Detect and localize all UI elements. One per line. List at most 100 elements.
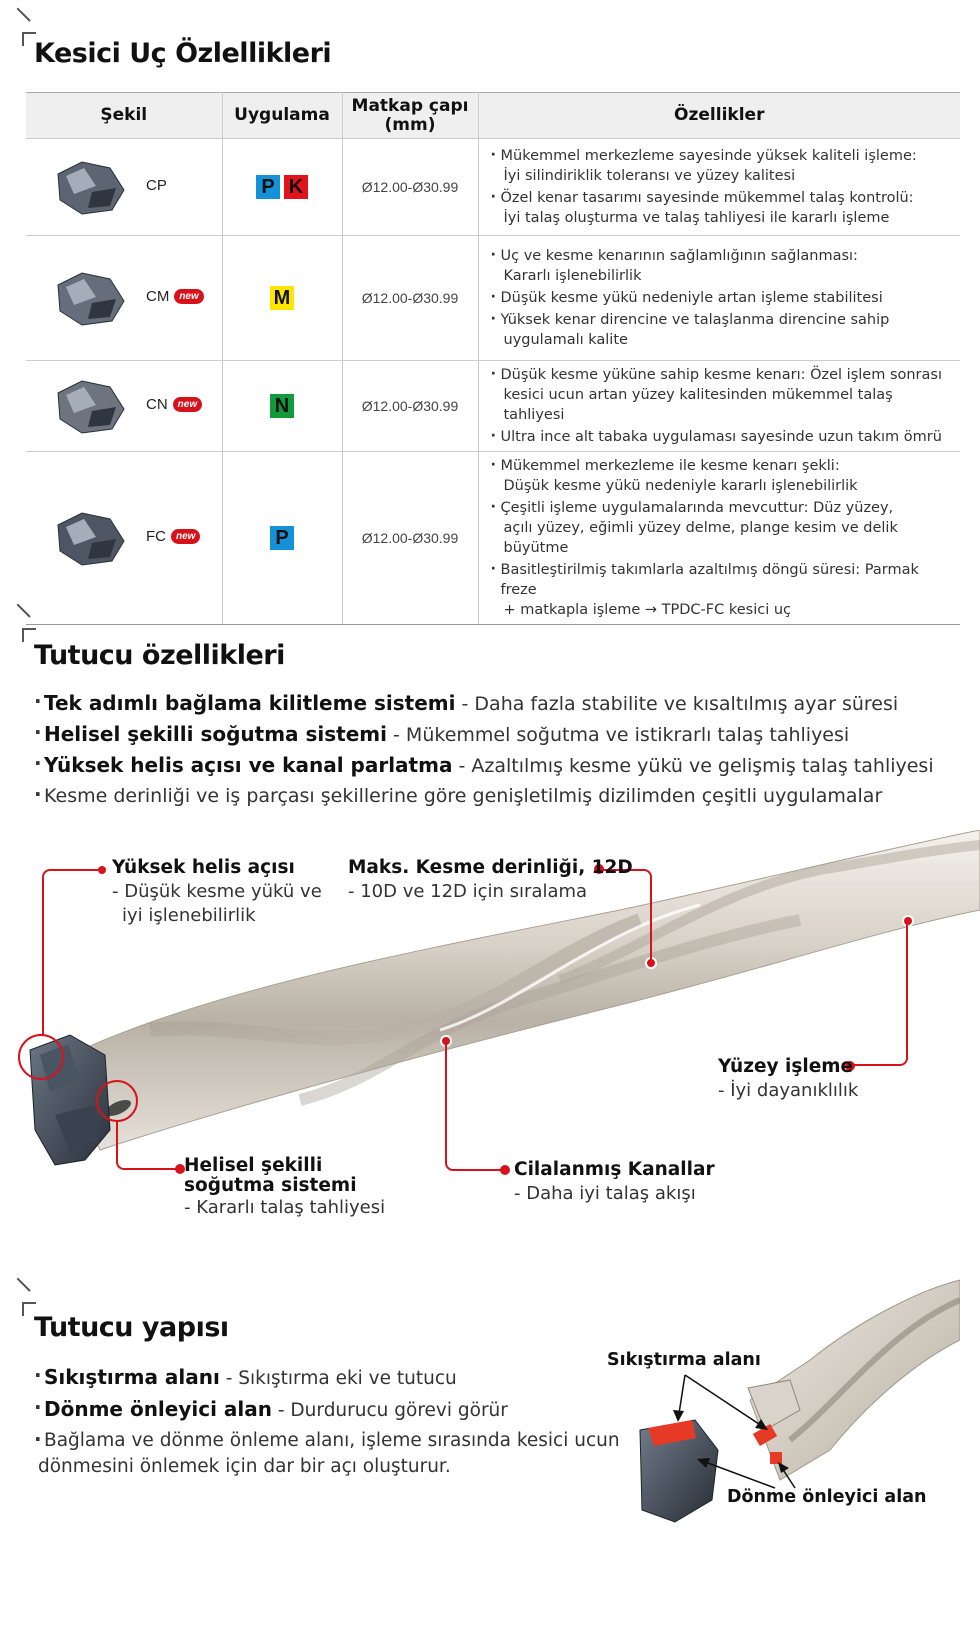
clamp-arrow	[684, 1374, 766, 1429]
list-item: Kesme derinliği ve iş parçası şekillerin…	[34, 779, 934, 811]
insert-facet	[66, 387, 96, 413]
application-cell: P	[222, 451, 343, 625]
insert-facet	[66, 519, 96, 545]
drill-illustration	[29, 830, 980, 1166]
callout-text: - 10D ve 12D için sıralama	[348, 881, 588, 902]
surface-leader-end	[845, 1061, 855, 1071]
shape-cell-content: CP	[26, 139, 222, 235]
material-grade-badge: P	[256, 175, 280, 199]
insert-facet	[66, 279, 96, 305]
feature-line: Basitleştirilmiş takımlarla azaltılmış d…	[500, 562, 919, 598]
feature-line: Ultra ince alt tabaka uygulaması sayesin…	[500, 429, 942, 445]
features-cell: Uç ve kesme kenarının sağlamlığının sağl…	[478, 235, 960, 361]
list-item: Dönme önleyici alan - Durdurucu görevi g…	[34, 1392, 620, 1426]
feature-line: Mükemmel merkezleme ile kesme kenarı şek…	[500, 458, 840, 474]
drill-flute	[149, 913, 643, 1046]
bullet-text: Bağlama ve dönme önleme alanı, işleme sı…	[44, 1430, 620, 1451]
helix-highlight-ring	[18, 1034, 64, 1080]
feature-item: Uç ve kesme kenarının sağlamlığının sağl…	[489, 245, 951, 286]
feature-line: Düşük kesme yüküne sahip kesme kenarı: Ö…	[500, 367, 943, 383]
callout-max-depth: Maks. Kesme derinliği, 12D - 10D ve 12D …	[348, 856, 633, 904]
drill-insert-facet	[55, 1105, 98, 1152]
depth-leader-line	[598, 869, 652, 961]
section-corner-mark	[22, 628, 36, 642]
insert-code-label: CP	[146, 177, 167, 194]
bullet-text: - Azaltılmış kesme yükü ve gelişmiş tala…	[452, 755, 934, 777]
table-header-row: Şekil Uygulama Matkap çapı (mm) Özellikl…	[26, 92, 960, 139]
header-diameter-line2: (mm)	[384, 114, 436, 135]
new-badge: new	[174, 289, 204, 304]
header-features: Özellikler	[478, 92, 960, 139]
material-grade-badge: N	[270, 394, 294, 418]
feature-line: uygulamalı kalite	[503, 332, 628, 348]
feature-line: Yüksek kenar direncine ve talaşlanma dir…	[500, 312, 890, 328]
callout-coolant-system: Helisel şekilli soğutma sistemi - Kararl…	[184, 1156, 385, 1220]
callout-title: Yüzey işleme	[718, 1056, 854, 1077]
insert-image	[57, 380, 125, 434]
bullet-text: Kesme derinliği ve iş parçası şekillerin…	[44, 785, 883, 807]
header-diameter-line1: Matkap çapı	[351, 95, 469, 116]
insert-facet	[88, 539, 116, 559]
section-corner-mark	[22, 32, 36, 46]
coolant-highlight-ring	[96, 1080, 138, 1122]
list-item: Sıkıştırma alanı - Sıkıştırma eki ve tut…	[34, 1360, 620, 1394]
insert-facet	[88, 188, 116, 208]
bullet-text: dönmesini önlemek için dar bir açı oluşt…	[38, 1456, 451, 1477]
feature-item: Düşük kesme yükü nedeniyle artan işleme …	[489, 287, 951, 308]
callout-title: Helisel şekilli	[184, 1155, 323, 1176]
diameter-cell: Ø12.00-Ø30.99	[342, 451, 479, 625]
feature-line: İyi talaş oluşturma ve talaş tahliyesi i…	[503, 210, 890, 226]
callout-text: - İyi dayanıklılık	[718, 1080, 859, 1101]
list-item: Helisel şekilli soğutma sistemi - Mükemm…	[34, 717, 934, 750]
bullet-title: Dönme önleyici alan	[44, 1397, 272, 1421]
bullet-title: Helisel şekilli soğutma sistemi	[44, 722, 387, 746]
shape-cell-content: CM new	[26, 236, 222, 360]
insert-spec-table: Şekil Uygulama Matkap çapı (mm) Özellikl…	[26, 92, 960, 625]
surface-leader-line	[850, 920, 908, 1066]
anti-rotation-arrow	[699, 1459, 776, 1489]
clamp-arrowhead	[673, 1410, 684, 1422]
flute-leader-end	[500, 1165, 510, 1175]
coolant-leader-line	[116, 1120, 180, 1170]
application-cell: M	[222, 235, 343, 361]
insert-image	[57, 272, 125, 326]
insert-code-label: CM	[146, 288, 170, 305]
features-cell: Mükemmel merkezleme sayesinde yüksek kal…	[478, 138, 960, 236]
label-clamp-area: Sıkıştırma alanı	[607, 1350, 761, 1370]
features-cell: Mükemmel merkezleme ile kesme kenarı şek…	[478, 451, 960, 625]
callout-text: iyi işlenebilirlik	[122, 905, 256, 926]
header-shape: Şekil	[26, 92, 223, 139]
feature-line: Kararlı işlenebilirlik	[503, 268, 642, 284]
holder-features-list: Tek adımlı bağlama kilitleme sistemi - D…	[34, 686, 934, 811]
insert-code-label: CN	[146, 396, 168, 413]
bullet-text: - Sıkıştırma eki ve tutucu	[219, 1368, 457, 1389]
shape-cell: CP	[26, 138, 223, 236]
label-anti-rotation-area: Dönme önleyici alan	[727, 1487, 927, 1507]
feature-item: Çeşitli işleme uygulamalarında mevcuttur…	[489, 497, 951, 558]
material-grade-badge: P	[270, 526, 294, 550]
insert-body	[639, 1419, 719, 1523]
bullet-text: - Mükemmel soğutma ve istikrarlı talaş t…	[387, 724, 850, 746]
header-application: Uygulama	[222, 92, 343, 139]
callout-title: Cilalanmış Kanallar	[514, 1159, 715, 1180]
insert-clamp-face	[648, 1420, 696, 1446]
feature-line: açılı yüzey, eğimli yüzey delme, plange …	[503, 520, 898, 556]
material-grade-badge: K	[284, 175, 308, 199]
feature-item: Mükemmel merkezleme sayesinde yüksek kal…	[489, 145, 951, 186]
callout-surface-finish: Yüzey işleme - İyi dayanıklılık	[718, 1055, 858, 1103]
callout-text: - Düşük kesme yükü ve	[112, 881, 322, 902]
bullet-title: Yüksek helis açısı ve kanal parlatma	[44, 753, 453, 777]
callout-title: Maks. Kesme derinliği, 12D	[348, 857, 633, 878]
anti-rotation-arrowhead	[778, 1462, 789, 1473]
feature-line: Özel kenar tasarımı sayesinde mükemmel t…	[500, 190, 914, 206]
list-item: Bağlama ve dönme önleme alanı, işleme sı…	[34, 1426, 620, 1480]
holder-structure-illustration	[639, 1279, 960, 1523]
feature-line: Uç ve kesme kenarının sağlamlığının sağl…	[500, 248, 858, 264]
material-grade-badge: M	[270, 286, 294, 310]
callout-polished-flutes: Cilalanmış Kanallar - Daha iyi talaş akı…	[514, 1158, 715, 1206]
callout-helix-angle: Yüksek helis açısı - Düşük kesme yükü ve…	[112, 856, 322, 928]
